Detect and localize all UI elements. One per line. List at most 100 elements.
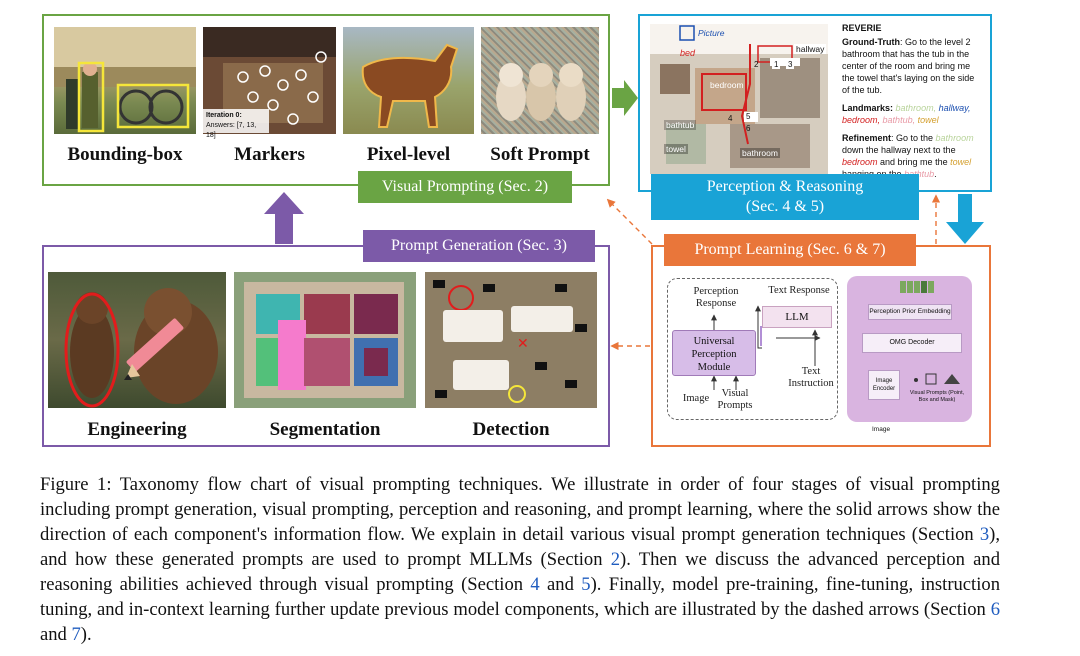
detection-image: ✕: [425, 272, 597, 408]
refinement-bathtub: bathtub: [904, 169, 935, 179]
markers-image: Iteration 0: Answers: [7, 13, 18]: [203, 27, 336, 139]
visual-prompting-tag: Visual Prompting (Sec. 2): [358, 171, 572, 203]
landmark-hallway: hallway,: [938, 103, 971, 113]
reverie-landmarks: Landmarks: bathroom, hallway, bedroom, b…: [842, 102, 982, 126]
caption-text-1: Taxonomy flow chart of visual prompting …: [40, 474, 1000, 545]
omg-decoder-label: OMG Decoder: [889, 339, 935, 346]
token-4: [921, 281, 927, 293]
text-response-text: Text Response: [768, 285, 830, 296]
map-number-6: 6: [746, 124, 751, 133]
purple-arrow: [264, 192, 304, 244]
bounding-box-illustration: [54, 27, 196, 133]
segmentation-image: [234, 272, 416, 408]
text-instruction-text: Text Instruction: [788, 366, 834, 389]
pfe-box: Perception Prior Embedding: [868, 304, 952, 320]
image-small-label: Image: [872, 426, 891, 433]
refinement-text-3: and bring me the: [877, 157, 951, 167]
token-5: [928, 281, 934, 293]
image-encoder-label: Image Encoder: [872, 378, 896, 392]
landmarks-label: Landmarks:: [842, 103, 894, 113]
map-number-5: 5: [746, 112, 751, 121]
markers-illustration: [203, 27, 336, 134]
ref-section-3[interactable]: 3: [979, 524, 990, 545]
pixel-level-label: Pixel-level: [366, 144, 451, 165]
map-label-bed: bed: [680, 48, 696, 58]
prompt-learning-tag: Prompt Learning (Sec. 6 & 7): [664, 234, 916, 266]
ref-section-5[interactable]: 5: [581, 574, 591, 595]
ref-section-6[interactable]: 6: [990, 599, 1000, 620]
dashed-arrow-to-visual-prompting: [606, 198, 653, 245]
caption-text-4: and: [539, 574, 582, 595]
vp-caption: Visual Prompts (Point, Box and Mask): [909, 390, 965, 403]
caption-text-5: ). Finally, model pre-training, fine-tun…: [40, 574, 1000, 620]
markers-overlay-line1: Iteration 0:: [206, 112, 242, 119]
visual-prompts-text: Visual Prompts: [717, 388, 753, 411]
horse-illustration: [361, 43, 459, 128]
perception-reasoning-tag: Perception & Reasoning (Sec. 4 & 5): [651, 174, 919, 220]
reverie-heading: REVERIE: [842, 23, 882, 33]
map-number-1: 1: [772, 60, 781, 69]
markers-label: Markers: [234, 144, 305, 165]
token-3: [914, 281, 920, 293]
map-number-2: 2: [754, 60, 759, 69]
engineering-image: [48, 272, 226, 408]
caption-text-6: and: [40, 624, 72, 645]
ground-truth-label: Ground-Truth: [842, 37, 900, 47]
reverie-floorplan: [650, 25, 828, 174]
reverie-text: REVERIE Ground-Truth: Go to the level 2 …: [842, 22, 982, 180]
engineering-label: Engineering: [87, 419, 187, 440]
ground-truth-text: : Go to the level 2 bathroom that has th…: [842, 37, 975, 95]
point-box-mask-icons: [914, 373, 960, 385]
map-label-hallway: hallway: [794, 44, 827, 54]
pfe-label: Perception Prior Embedding: [869, 308, 951, 315]
refinement-text-5: .: [934, 169, 937, 179]
green-arrow: [612, 80, 638, 116]
refinement-towel: towel: [950, 157, 972, 167]
segmentation-label: Segmentation: [269, 419, 381, 440]
ref-section-4[interactable]: 4: [530, 574, 540, 595]
upm-diagram-arrows: [711, 305, 821, 390]
segmentation-illustration: [234, 272, 416, 408]
landmark-bathtub: bathtub,: [882, 115, 916, 125]
flow-arrows: [264, 80, 984, 351]
perception-line1: Perception & Reasoning: [706, 178, 864, 195]
token-1: [900, 281, 906, 293]
reverie-map: Picture bed hallway bedroom bathtub towe…: [650, 24, 828, 174]
refinement-bathroom: bathroom: [935, 133, 974, 143]
caption-text-2: ), and how these generated prompts are u…: [40, 524, 1000, 570]
upm-label: Universal Perception Module: [691, 336, 737, 373]
soft-prompt-image: [481, 27, 599, 134]
cats-illustration: [496, 63, 586, 121]
upm-box: Universal Perception Module: [672, 330, 756, 376]
token-2: [907, 281, 913, 293]
refinement-label: Refinement: [842, 133, 892, 143]
map-number-4: 4: [728, 114, 733, 123]
perception-line2: (Sec. 4 & 5): [745, 198, 825, 215]
omg-tokens: [900, 281, 940, 295]
map-number-3: 3: [786, 60, 795, 69]
bounding-box-image: [54, 27, 196, 134]
landmark-bathroom: bathroom,: [895, 103, 937, 113]
landmark-towel: towel: [917, 115, 939, 125]
map-label-bedroom: bedroom: [710, 80, 744, 90]
image-encoder-box: Image Encoder: [868, 370, 900, 400]
markers-overlay-line2: Answers: [7, 13, 18]: [206, 122, 257, 139]
visual-prompt-icons: [908, 372, 964, 386]
ref-section-2[interactable]: 2: [610, 549, 621, 570]
perception-response-text: Perception Response: [693, 286, 739, 309]
image-text: Image: [682, 393, 710, 404]
upm-line-link: [760, 326, 762, 346]
caption-text-3: ). Then we discuss the advanced percepti…: [40, 549, 1000, 595]
bounding-box-label: Bounding-box: [67, 144, 183, 165]
llm-box: LLM: [762, 306, 832, 328]
reverie-ground-truth: Ground-Truth: Go to the level 2 bathroom…: [842, 36, 982, 96]
omg-decoder-box: OMG Decoder: [862, 333, 962, 353]
figure-label: Figure 1:: [40, 474, 112, 495]
figure-caption: Figure 1: Taxonomy flow chart of visual …: [40, 472, 1000, 647]
map-label-bathroom: bathroom: [740, 148, 780, 158]
ref-section-7[interactable]: 7: [71, 624, 81, 645]
map-label-towel: towel: [664, 144, 688, 154]
refinement-text-1: : Go to the: [891, 133, 936, 143]
soft-prompt-label: Soft Prompt: [490, 144, 590, 165]
llm-label: LLM: [785, 311, 809, 323]
